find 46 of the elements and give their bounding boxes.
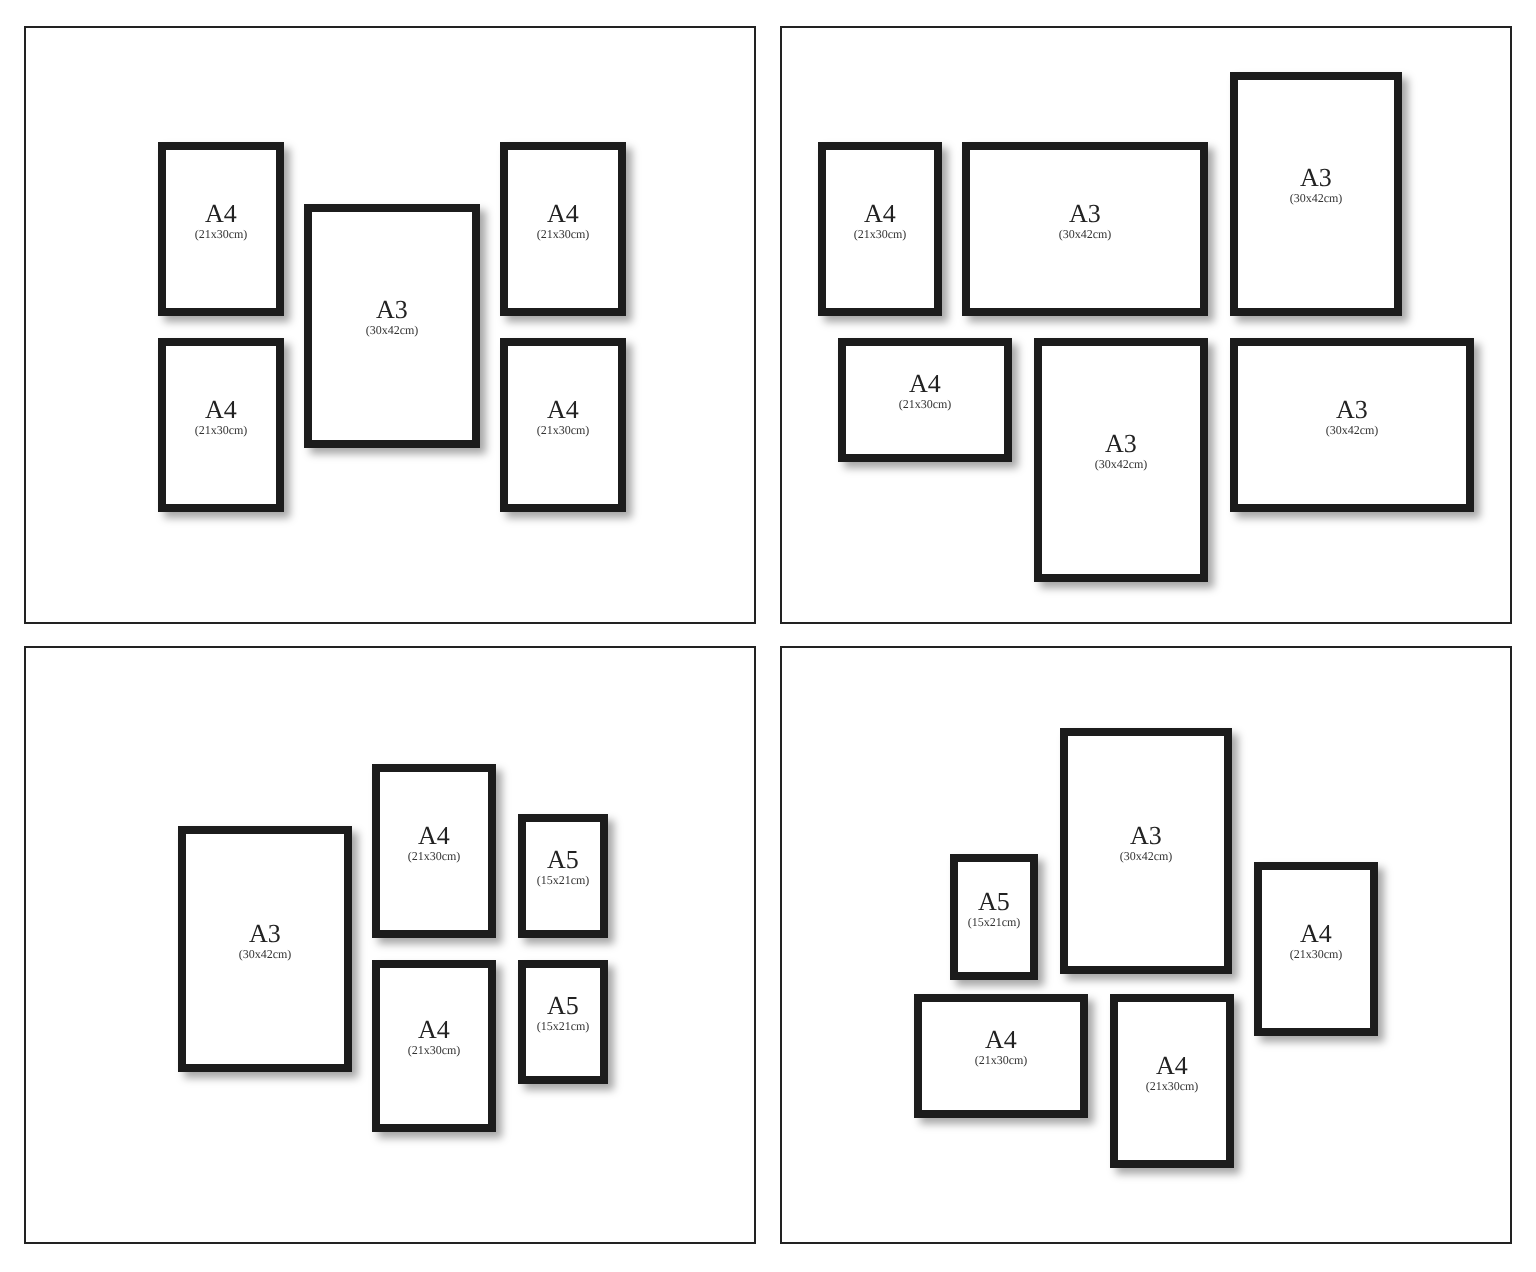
size-label: A4 [205, 199, 237, 227]
picture-frame [1230, 72, 1402, 316]
picture-frame [518, 960, 608, 1084]
picture-frame [1060, 728, 1232, 974]
wall-panel [780, 26, 1512, 624]
size-label: A3 [1336, 395, 1368, 423]
size-label: A3 [1069, 199, 1101, 227]
picture-frame [518, 814, 608, 938]
picture-frame [158, 142, 284, 316]
size-label: A4 [547, 199, 579, 227]
picture-frame [914, 994, 1088, 1118]
picture-frame [1254, 862, 1378, 1036]
picture-frame [838, 338, 1012, 462]
size-label: A4 [205, 395, 237, 423]
wall-panel [780, 646, 1512, 1244]
size-label: A4 [909, 370, 941, 398]
picture-frame [158, 338, 284, 512]
picture-frame [372, 960, 496, 1132]
picture-frame [962, 142, 1208, 316]
size-label: A4 [547, 395, 579, 423]
picture-frame [500, 338, 626, 512]
size-label: A4 [1300, 919, 1332, 947]
picture-frame [1034, 338, 1208, 582]
size-label: A4 [418, 1016, 450, 1044]
picture-frame [818, 142, 942, 316]
size-label: A5 [547, 846, 579, 874]
picture-frame [1110, 994, 1234, 1168]
size-label: A5 [547, 992, 579, 1020]
picture-frame [178, 826, 352, 1072]
wall-panel [24, 26, 756, 624]
size-label: A3 [1105, 430, 1137, 458]
wall-panel [24, 646, 756, 1244]
picture-frame [1230, 338, 1474, 512]
size-label: A4 [418, 821, 450, 849]
size-label: A3 [1130, 821, 1162, 849]
size-label: A4 [1156, 1051, 1188, 1079]
size-label: A4 [864, 199, 896, 227]
picture-frame [372, 764, 496, 938]
picture-frame [304, 204, 480, 448]
size-label: A3 [249, 919, 281, 947]
picture-frame [950, 854, 1038, 980]
size-label: A3 [376, 296, 408, 324]
size-label: A5 [978, 887, 1010, 915]
size-label: A4 [985, 1026, 1017, 1054]
size-label: A3 [1300, 164, 1332, 192]
picture-frame [500, 142, 626, 316]
